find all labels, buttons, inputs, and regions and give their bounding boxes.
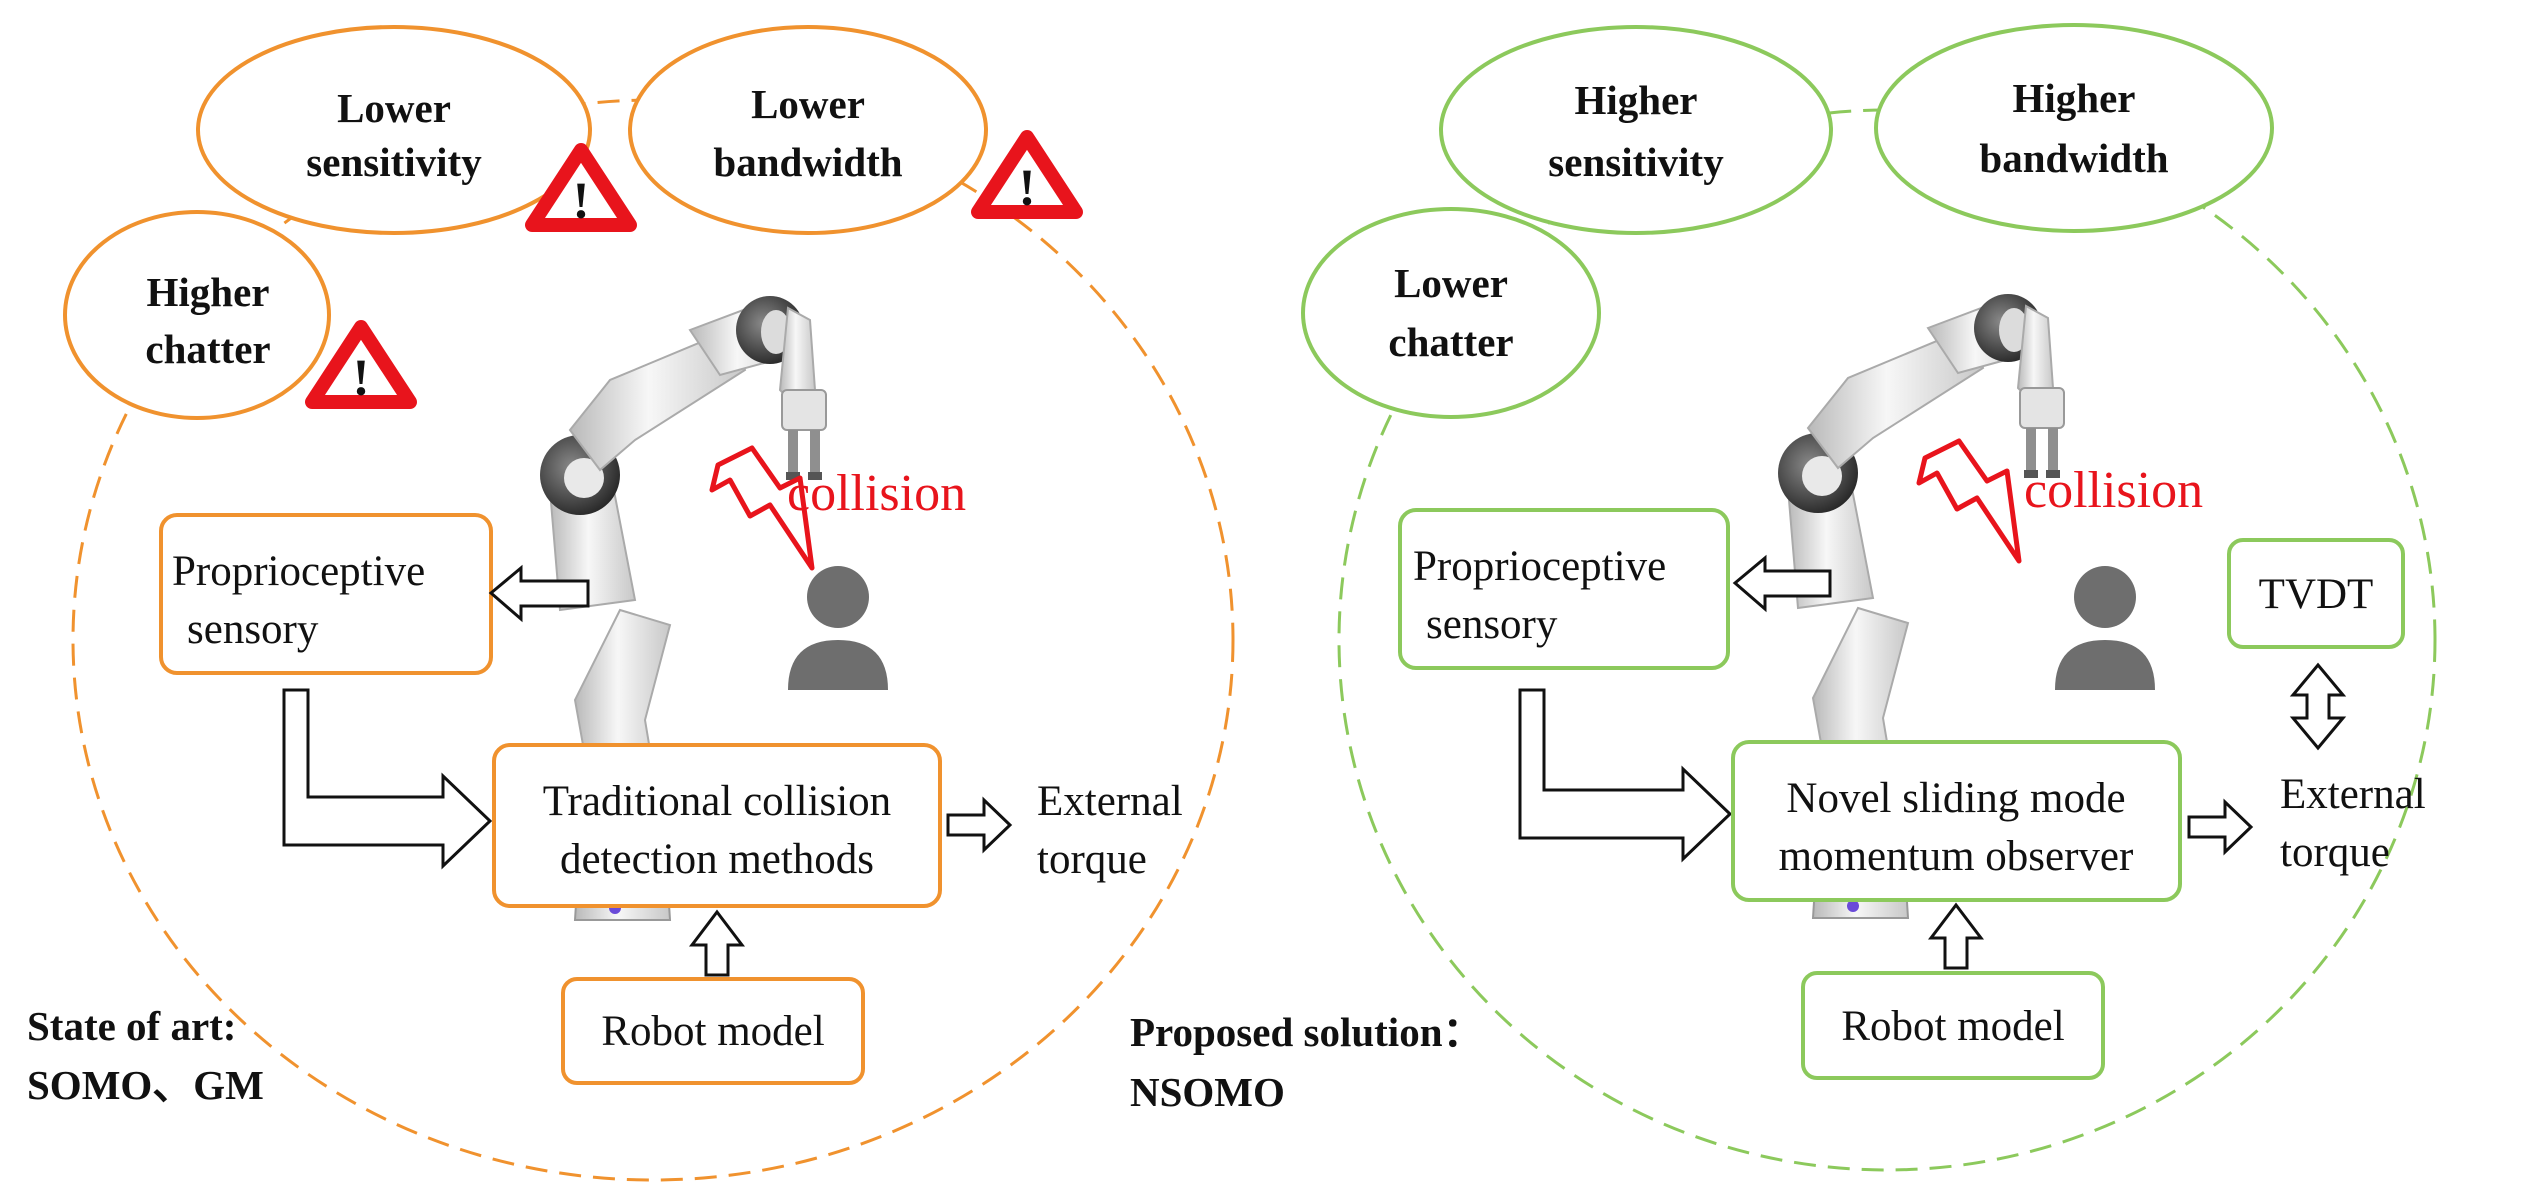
right-scope-circle xyxy=(1337,108,2437,1172)
right-oval-bandwidth: Higher bandwidth xyxy=(1874,23,2274,233)
warning-icon: ! xyxy=(971,130,1083,219)
oval-line-1: Higher xyxy=(2013,75,2136,121)
box-line-1: Proprioceptive xyxy=(1413,543,1666,590)
right-sensory-box: Proprioceptive sensory xyxy=(1398,508,1730,670)
box-label: Robot model xyxy=(1841,1003,2064,1050)
left-oval-chatter: Higher chatter xyxy=(63,210,331,420)
box-line-2: detection methods xyxy=(560,836,874,883)
collision-label: collision xyxy=(2024,462,2203,519)
output-line-1: External xyxy=(2280,771,2426,818)
caption-line-2: NSOMO xyxy=(1130,1069,1285,1115)
oval-line-1: Higher xyxy=(1575,77,1698,123)
oval-line-2: bandwidth xyxy=(1979,135,2168,181)
right-oval-chatter: Lower chatter xyxy=(1301,207,1601,419)
right-method-box: Novel sliding mode momentum observer xyxy=(1731,740,2182,902)
arrow-to-sensory xyxy=(1732,554,1832,613)
box-line-2: sensory xyxy=(1426,601,1558,648)
warning-glyph: ! xyxy=(352,350,369,407)
collision-label: collision xyxy=(787,465,966,522)
person-icon xyxy=(788,566,888,690)
lightning-icon xyxy=(709,445,815,571)
arrow-up-to-method xyxy=(1927,902,1985,970)
warning-icon: ! xyxy=(305,320,417,409)
oval-line-1: Lower xyxy=(751,81,865,127)
elbow-arrow-to-method xyxy=(1518,688,1733,863)
tvdt-box: TVDT xyxy=(2227,538,2405,649)
oval-line-1: Lower xyxy=(337,85,451,131)
right-panel: Higher sensitivity Higher bandwidth Lowe… xyxy=(1130,23,2437,1172)
caption-line-1: Proposed solution： xyxy=(1130,1009,1484,1055)
oval-line-2: chatter xyxy=(145,326,270,372)
left-model-box: Robot model xyxy=(561,977,865,1085)
oval-line-2: bandwidth xyxy=(713,139,902,185)
left-panel: Lower sensitivity Lower bandwidth Higher… xyxy=(27,25,1235,1182)
warning-icon: ! xyxy=(525,143,637,232)
output-line-1: External xyxy=(1037,778,1183,825)
box-label: TVDT xyxy=(2259,571,2374,618)
left-oval-bandwidth: Lower bandwidth xyxy=(628,25,988,235)
warning-glyph: ! xyxy=(1018,160,1035,217)
right-model-box: Robot model xyxy=(1801,971,2105,1080)
box-line-2: momentum observer xyxy=(1779,833,2134,880)
arrow-to-sensory xyxy=(488,564,590,623)
left-method-box: Traditional collision detection methods xyxy=(492,743,942,908)
output-line-2: torque xyxy=(1037,836,1147,883)
right-oval-sensitivity: Higher sensitivity xyxy=(1439,25,1833,235)
oval-line-1: Lower xyxy=(1394,260,1508,306)
double-arrow-tvdt-torque xyxy=(2289,662,2347,751)
lightning-icon xyxy=(1916,438,2022,564)
caption-line-2: SOMO、GM xyxy=(27,1062,264,1108)
left-sensory-box: Proprioceptive sensory xyxy=(159,513,493,675)
oval-line-1: Higher xyxy=(147,269,270,315)
oval-line-2: chatter xyxy=(1388,319,1513,365)
box-label: Robot model xyxy=(601,1008,824,1055)
elbow-arrow-to-method xyxy=(282,688,493,870)
box-line-2: sensory xyxy=(187,606,319,653)
arrow-to-torque xyxy=(2187,798,2254,856)
oval-line-2: sensitivity xyxy=(306,139,482,185)
arrow-up-to-method xyxy=(688,909,746,977)
left-oval-sensitivity: Lower sensitivity xyxy=(196,25,592,235)
box-line-1: Proprioceptive xyxy=(172,548,425,595)
arrow-to-torque xyxy=(946,796,1013,854)
oval-line-2: sensitivity xyxy=(1548,139,1724,185)
caption-line-1: State of art: xyxy=(27,1003,236,1049)
box-line-1: Novel sliding mode xyxy=(1786,775,2125,822)
warning-glyph: ! xyxy=(572,173,589,230)
output-line-2: torque xyxy=(2280,829,2390,876)
person-icon xyxy=(2055,566,2155,690)
box-line-1: Traditional collision xyxy=(543,778,891,825)
